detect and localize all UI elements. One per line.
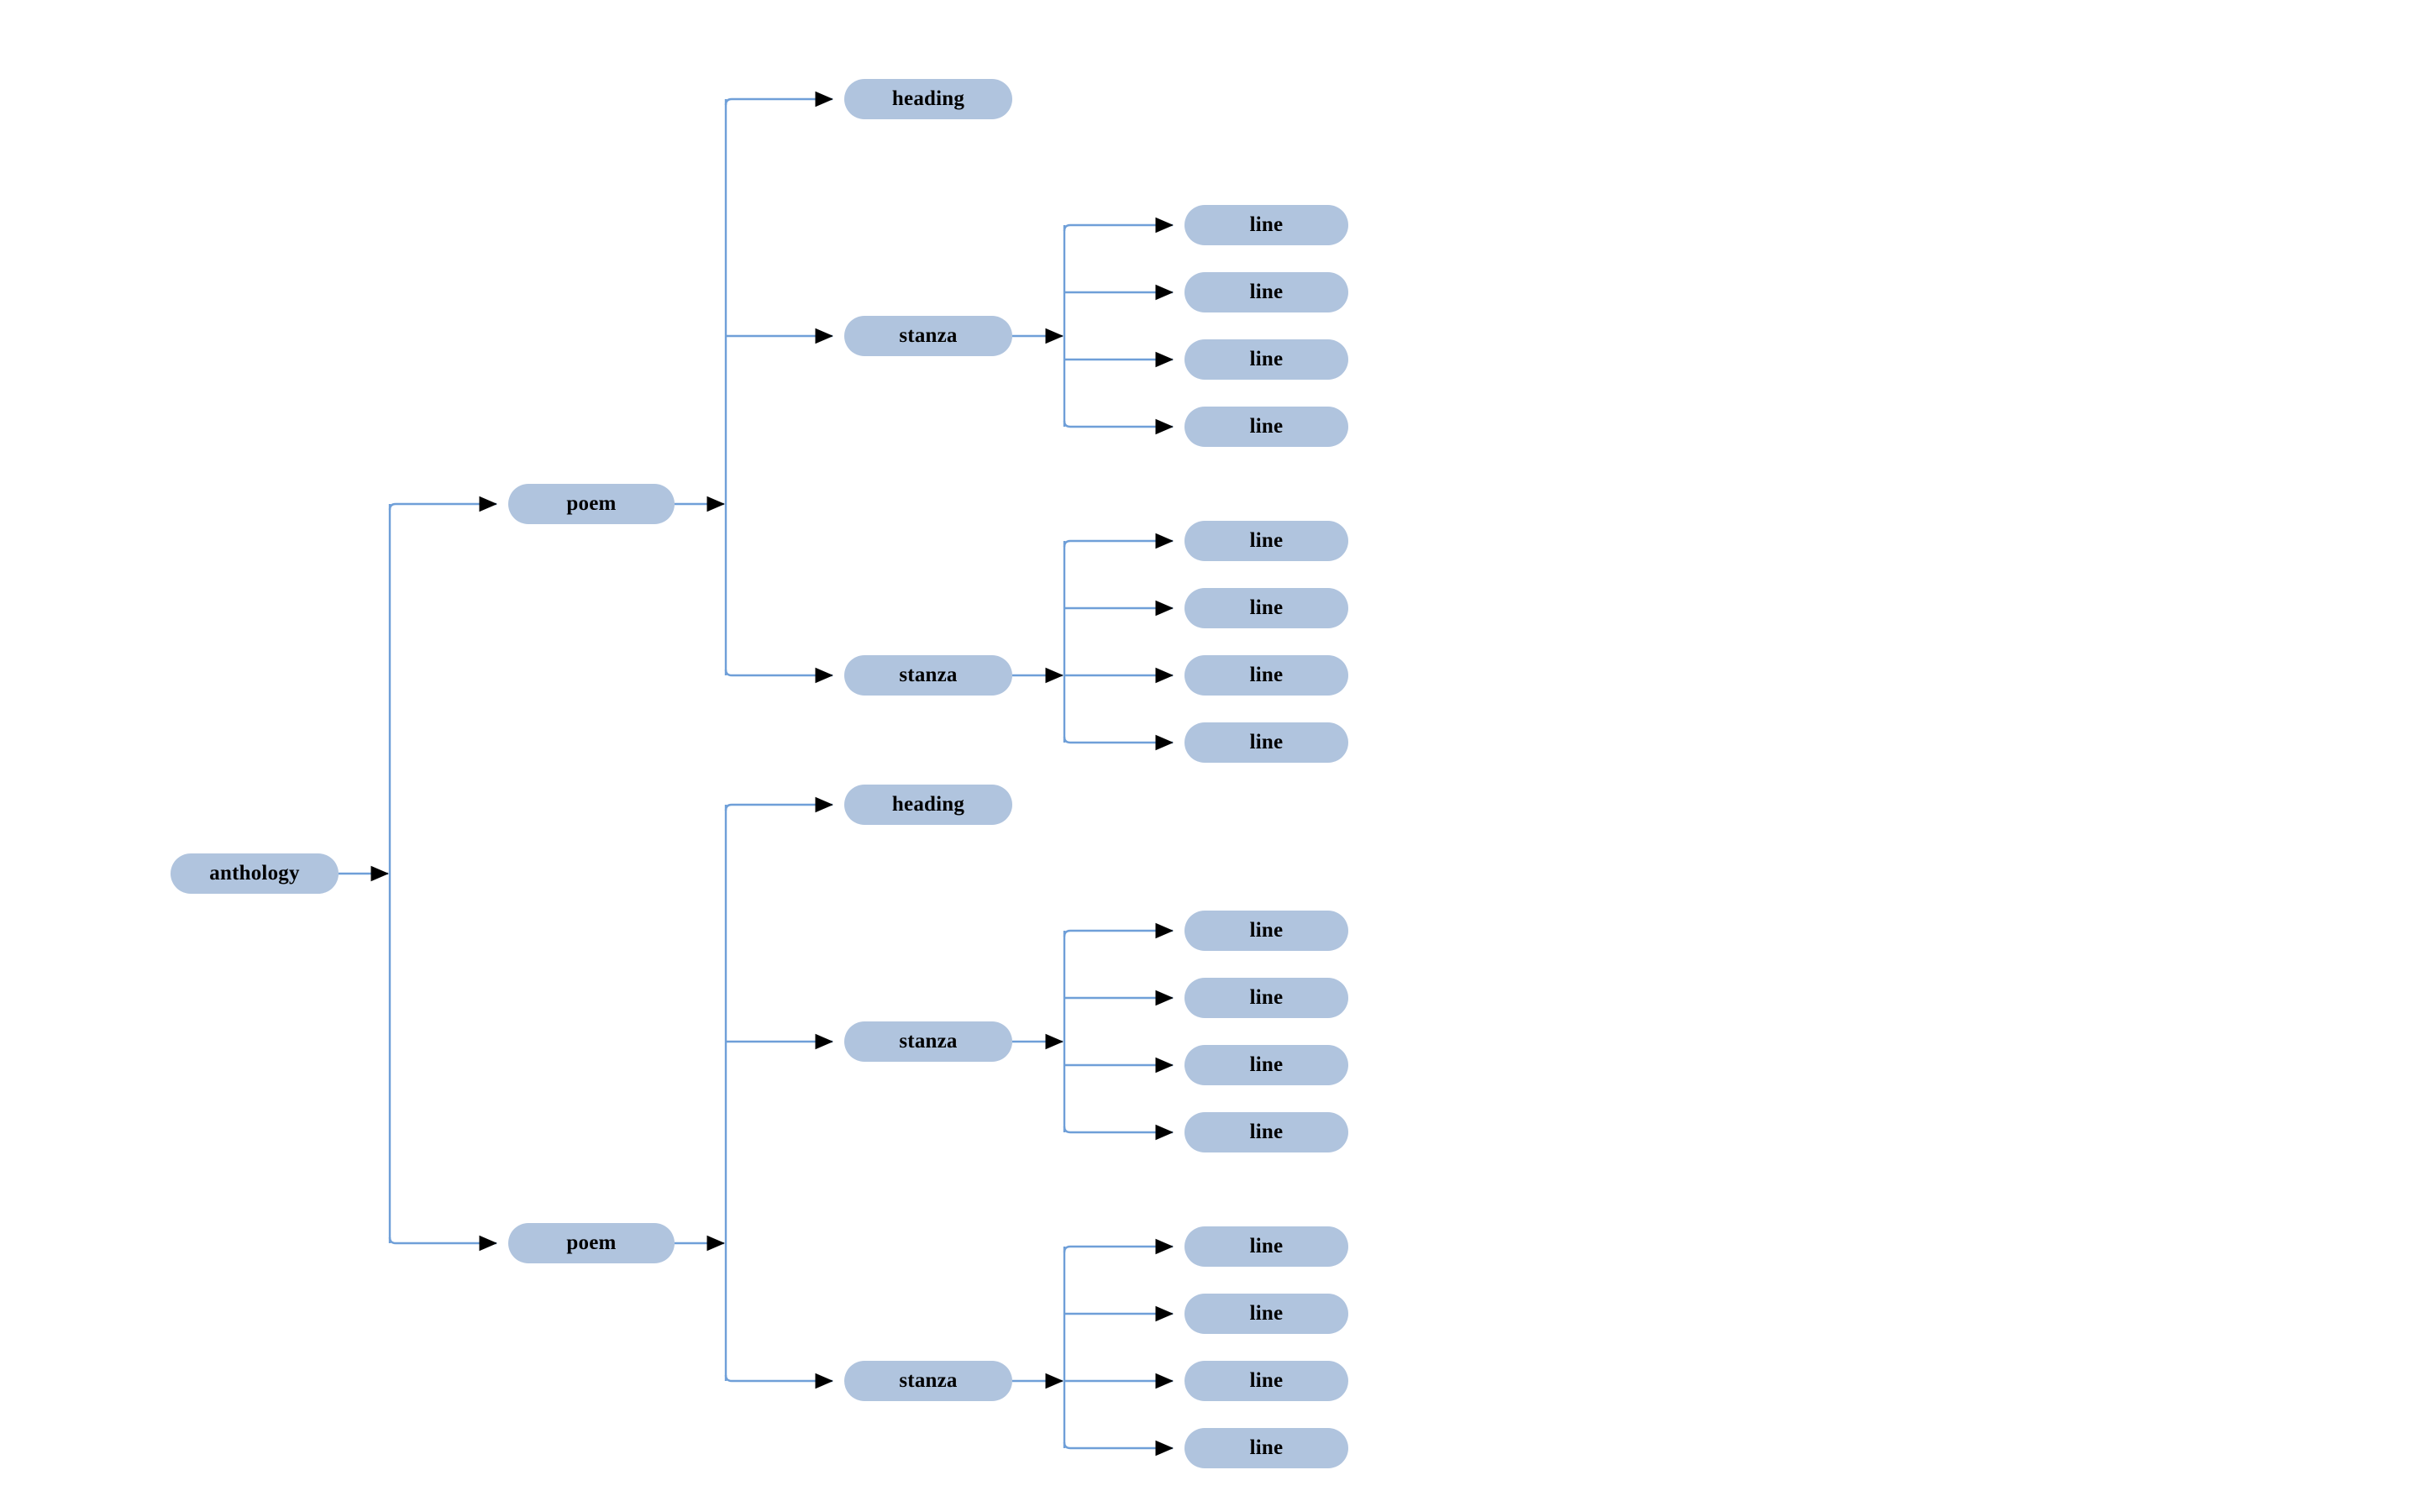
- tree-node-label: line: [1249, 919, 1284, 942]
- tree-node-stanza-2[interactable]: stanza: [844, 655, 1012, 696]
- tree-node-heading-2[interactable]: heading: [844, 785, 1012, 825]
- tree-node-label: line: [1249, 213, 1284, 236]
- edge-branch-stanza-1-children-3: [1063, 418, 1174, 435]
- tree-node-label: stanza: [899, 324, 958, 347]
- tree-node-line-1-1[interactable]: line: [1184, 205, 1348, 245]
- edge-branch-stanza-2-children-0: [1063, 533, 1174, 549]
- tree-node-label: line: [1249, 1302, 1284, 1325]
- tree-node-line-3-1[interactable]: line: [1184, 911, 1348, 951]
- tree-node-label: stanza: [899, 1030, 958, 1053]
- tree-node-label: line: [1249, 1053, 1284, 1076]
- edge-branch-stanza-3-children-3: [1063, 1124, 1174, 1141]
- tree-node-label: poem: [566, 1231, 617, 1254]
- tree-node-label: line: [1249, 596, 1284, 619]
- edge-branch-stanza-2-children-3: [1063, 734, 1174, 751]
- edge-branch-poem-1-children-0: [724, 91, 833, 108]
- tree-node-label: anthology: [209, 862, 300, 885]
- tree-node-line-3-3[interactable]: line: [1184, 1045, 1348, 1085]
- tree-node-label: line: [1249, 986, 1284, 1009]
- tree-node-line-1-3[interactable]: line: [1184, 339, 1348, 380]
- tree-node-label: line: [1249, 1235, 1284, 1257]
- edge-branch-anthology-children-1: [388, 1235, 497, 1252]
- tree-node-line-4-3[interactable]: line: [1184, 1361, 1348, 1401]
- tree-node-line-1-2[interactable]: line: [1184, 272, 1348, 312]
- edge-branch-stanza-1-children-0: [1063, 217, 1174, 234]
- tree-node-line-2-3[interactable]: line: [1184, 655, 1348, 696]
- edge-branch-poem-2-children-0: [724, 796, 833, 813]
- edge-branch-anthology-children-0: [388, 496, 497, 512]
- tree-node-label: line: [1249, 664, 1284, 686]
- tree-node-line-4-4[interactable]: line: [1184, 1428, 1348, 1468]
- tree-node-line-1-4[interactable]: line: [1184, 407, 1348, 447]
- tree-node-label: heading: [891, 87, 965, 110]
- tree-node-line-2-2[interactable]: line: [1184, 588, 1348, 628]
- edge-branch-stanza-4-children-0: [1063, 1238, 1174, 1255]
- tree-node-stanza-4[interactable]: stanza: [844, 1361, 1012, 1401]
- edge-branch-stanza-3-children-0: [1063, 922, 1174, 939]
- tree-node-line-3-2[interactable]: line: [1184, 978, 1348, 1018]
- tree-node-label: poem: [566, 492, 617, 515]
- tree-node-line-4-1[interactable]: line: [1184, 1226, 1348, 1267]
- tree-node-poem-2[interactable]: poem: [508, 1223, 675, 1263]
- tree-node-line-2-4[interactable]: line: [1184, 722, 1348, 763]
- tree-node-label: line: [1249, 731, 1284, 753]
- tree-node-heading-1[interactable]: heading: [844, 79, 1012, 119]
- tree-node-label: line: [1249, 1121, 1284, 1143]
- tree-node-line-4-2[interactable]: line: [1184, 1294, 1348, 1334]
- tree-node-poem-1[interactable]: poem: [508, 484, 675, 524]
- tree-node-stanza-3[interactable]: stanza: [844, 1021, 1012, 1062]
- tree-node-label: stanza: [899, 1369, 958, 1392]
- tree-node-label: line: [1249, 1436, 1284, 1459]
- tree-node-label: heading: [891, 793, 965, 816]
- tree-node-label: stanza: [899, 664, 958, 686]
- tree-node-label: line: [1249, 1369, 1284, 1392]
- tree-node-label: line: [1249, 281, 1284, 303]
- tree-node-label: line: [1249, 415, 1284, 438]
- tree-node-anthology[interactable]: anthology: [171, 853, 339, 894]
- tree-node-label: line: [1249, 529, 1284, 552]
- edge-branch-stanza-4-children-3: [1063, 1440, 1174, 1457]
- tree-node-line-3-4[interactable]: line: [1184, 1112, 1348, 1152]
- tree-node-line-2-1[interactable]: line: [1184, 521, 1348, 561]
- tree-node-label: line: [1249, 348, 1284, 370]
- tree-node-stanza-1[interactable]: stanza: [844, 316, 1012, 356]
- edge-branch-poem-2-children-2: [724, 1373, 833, 1389]
- edge-branch-poem-1-children-2: [724, 667, 833, 684]
